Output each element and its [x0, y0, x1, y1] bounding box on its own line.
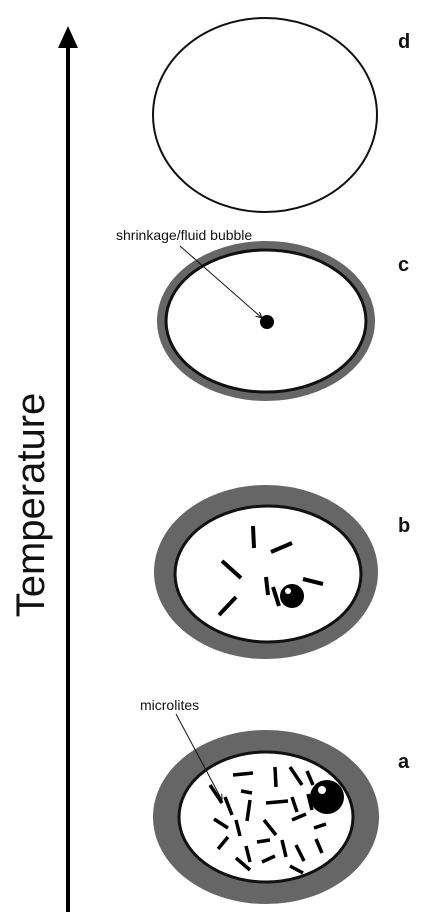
temperature-axis-label: Temperature: [9, 393, 53, 618]
temperature-axis: Temperature: [9, 26, 78, 912]
microlite: [233, 773, 253, 775]
microlite: [241, 791, 252, 793]
stage-c: shrinkage/fluid bubble c: [116, 227, 409, 401]
stage-b-bubble-highlight: [285, 588, 291, 594]
stage-d-label: d: [398, 31, 410, 53]
microlite: [253, 526, 254, 548]
stage-b: b: [154, 485, 410, 659]
stage-d: d: [153, 18, 410, 212]
shrinkage-bubble: [260, 315, 274, 329]
bubble-annotation: shrinkage/fluid bubble: [116, 227, 252, 243]
stage-a-bubble-highlight: [318, 786, 326, 794]
stage-a-label: a: [398, 751, 410, 773]
microlite: [266, 577, 268, 595]
microlite: [275, 767, 276, 787]
stage-a-bubble: [310, 780, 344, 814]
stage-a-inclusion: [179, 752, 353, 882]
stage-d-inclusion: [153, 18, 377, 212]
temperature-arrowhead: [58, 26, 78, 48]
stage-b-bubble: [280, 584, 304, 608]
microlite: [266, 801, 288, 803]
stage-b-label: b: [398, 515, 410, 537]
microlites-annotation: microlites: [140, 697, 199, 713]
stage-a: microlites a: [140, 697, 410, 904]
microlite: [257, 840, 270, 842]
stage-c-label: c: [398, 254, 409, 276]
stage-b-inclusion: [175, 506, 361, 642]
